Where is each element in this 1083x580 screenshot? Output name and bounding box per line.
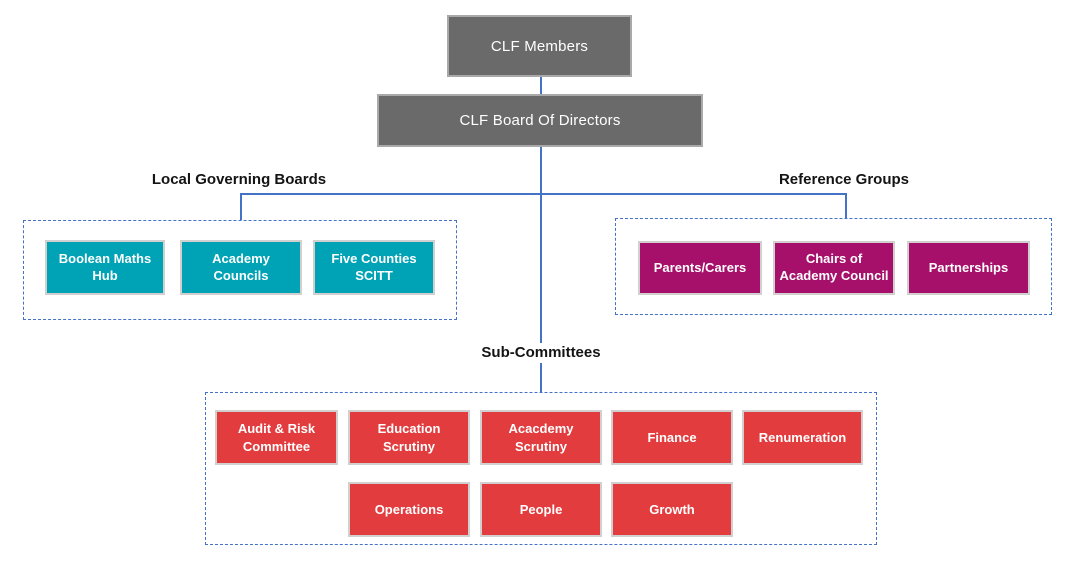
org-box-five-counties-scitt: Five Counties SCITT — [313, 240, 435, 295]
group-local-governing-boards — [23, 220, 457, 320]
org-box-parents-carers: Parents/Carers — [638, 241, 762, 295]
org-box-growth: Growth — [611, 482, 733, 537]
group-sub-committees — [205, 392, 877, 545]
connector-elbow-reference-groups — [845, 193, 847, 218]
org-box-partnerships: Partnerships — [907, 241, 1030, 295]
connector-board-to-subcommittees — [540, 147, 542, 392]
org-box-finance: Finance — [611, 410, 733, 465]
clf-board-label: CLF Board Of Directors — [459, 112, 621, 129]
org-box-chairs-of-academy-council: Chairs of Academy Council — [773, 241, 895, 295]
org-box-academy-councils: Academy Councils — [180, 240, 302, 295]
section-label-local-governing-boards: Local Governing Boards — [151, 171, 327, 188]
section-label-reference-groups: Reference Groups — [778, 171, 910, 188]
org-box-education-scrutiny: Education Scrutiny — [348, 410, 470, 465]
org-box-people: People — [480, 482, 602, 537]
connector-elbow-local-governing-boards — [240, 193, 242, 220]
clf-members-label: CLF Members — [490, 37, 589, 55]
org-box-boolean-maths-hub: Boolean Maths Hub — [45, 240, 165, 295]
org-box-acacdemy-scrutiny: Acacdemy Scrutiny — [480, 410, 602, 465]
org-box-audit-risk-committee: Audit & Risk Committee — [215, 410, 338, 465]
group-reference-groups — [615, 218, 1052, 315]
org-box-operations: Operations — [348, 482, 470, 537]
connector-members-to-board — [540, 77, 542, 94]
org-box-clf-board-of-directors: CLF Board Of Directors — [377, 94, 703, 147]
connector-horizontal-branch — [240, 193, 846, 195]
section-label-sub-committees: Sub-Committees — [466, 343, 616, 363]
org-box-renumeration: Renumeration — [742, 410, 863, 465]
org-box-clf-members: CLF Members — [447, 15, 632, 77]
